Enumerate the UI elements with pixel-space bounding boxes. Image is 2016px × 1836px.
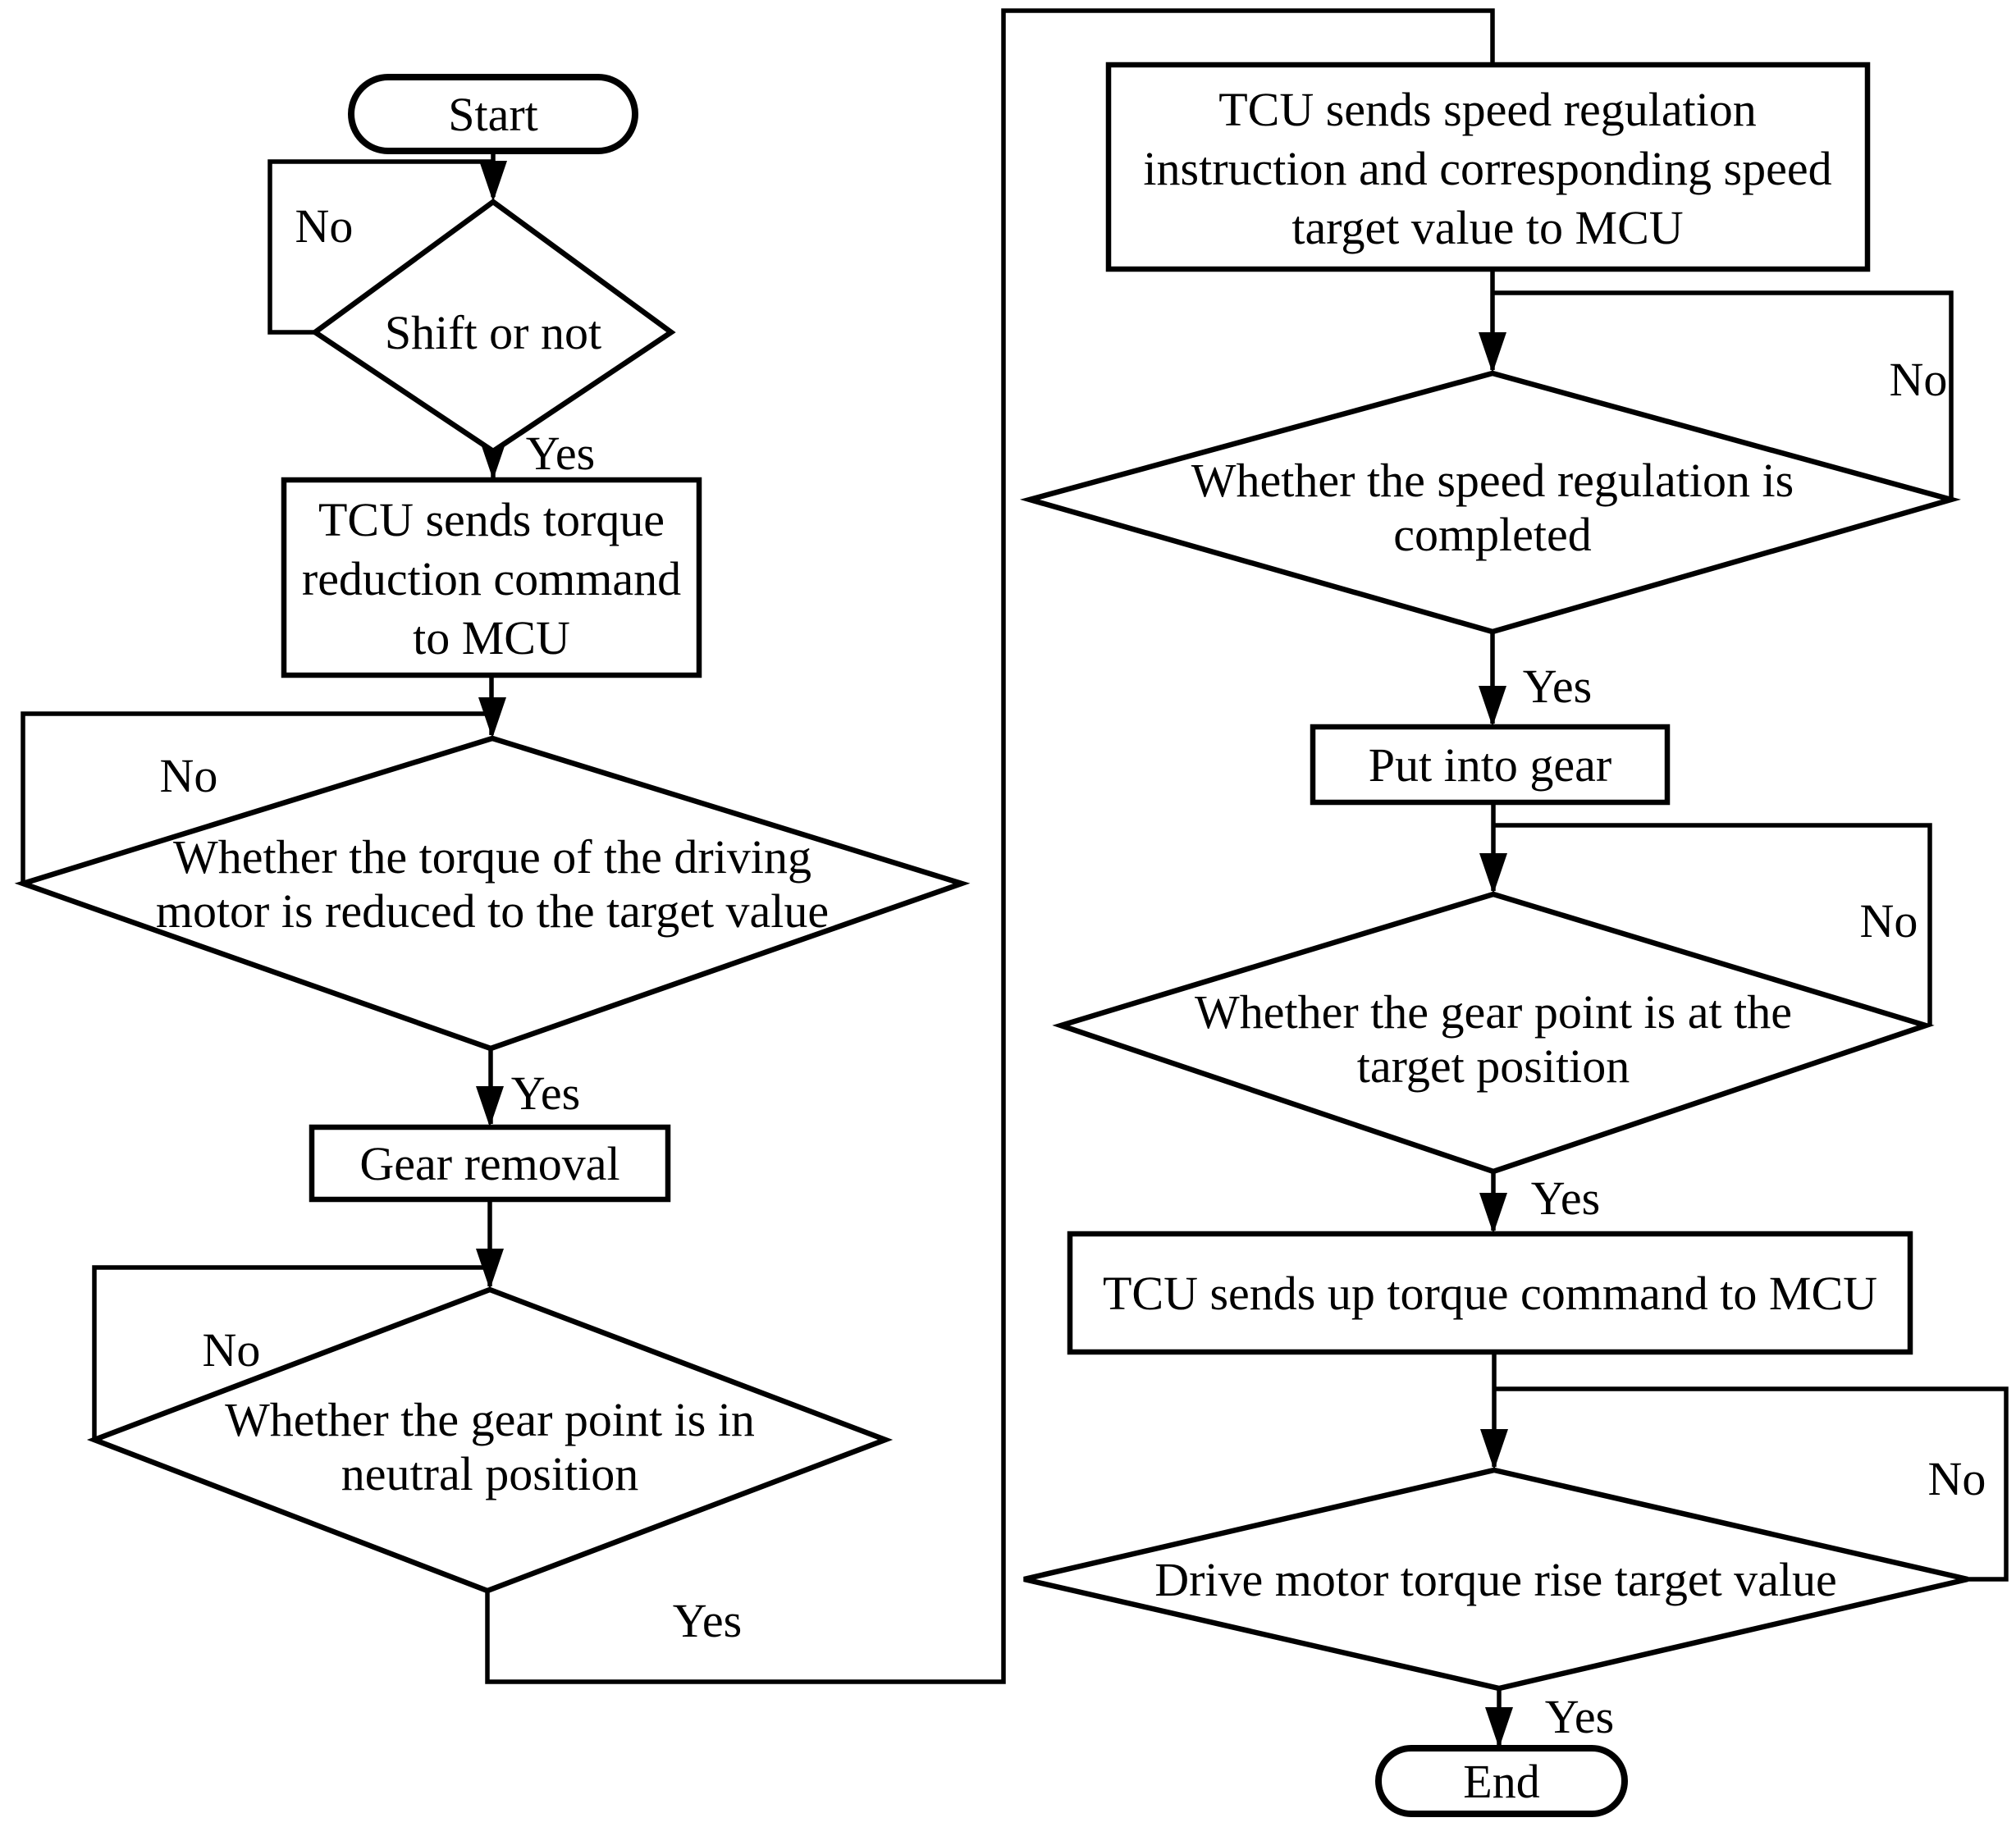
arrowhead-icon xyxy=(476,1086,504,1127)
up-torque-box-shape xyxy=(1067,1231,1913,1355)
arrowhead-icon xyxy=(1479,853,1507,894)
shift-decision-label: Shift or not xyxy=(385,306,601,359)
edge-neutral-yes-connector xyxy=(485,8,1495,1684)
torque-reduced-line1: Whether the torque of the driving xyxy=(173,830,811,884)
label-torque-rise-yes: Yes xyxy=(1545,1690,1614,1743)
speed-regulation-line2: instruction and corresponding speed xyxy=(1143,142,1831,195)
label-speed-completed-no: No xyxy=(1890,353,1948,406)
edge-torque-rise-no-loop xyxy=(1494,1386,2009,1582)
edge-torque-reduced-no-loop xyxy=(21,711,491,884)
arrowhead-icon xyxy=(478,697,506,738)
torque-reduction-line3: to MCU xyxy=(413,611,570,665)
torque-reduction-line1: TCU sends torque xyxy=(318,493,665,546)
put-into-gear-box-shape xyxy=(1310,724,1671,806)
start-terminator-shape xyxy=(348,74,638,154)
label-neutral-yes: Yes xyxy=(673,1594,742,1647)
node-end: End xyxy=(1375,1745,1628,1817)
speed-regulation-line3: target value to MCU xyxy=(1291,201,1683,254)
edges xyxy=(21,8,2009,1748)
node-start: Start xyxy=(348,74,638,154)
label-gear-target-yes: Yes xyxy=(1531,1171,1600,1225)
end-terminator-shape xyxy=(1375,1745,1628,1817)
node-put-into-gear-box: Put into gear xyxy=(1310,724,1671,806)
edge-speed-completed-no-loop xyxy=(1493,290,1954,500)
start-label: Start xyxy=(448,88,538,141)
torque-reduction-box-shape xyxy=(281,477,702,678)
gear-target-diamond xyxy=(1052,891,1935,1175)
node-up-torque-box: TCU sends up torque command to MCU xyxy=(1067,1231,1913,1355)
speed-completed-line1: Whether the speed regulation is xyxy=(1191,454,1794,507)
node-torque-reduction-box: TCU sends torque reduction command to MC… xyxy=(281,477,702,678)
shift-decision-diamond xyxy=(310,198,676,454)
arrowhead-icon xyxy=(1480,1429,1508,1470)
gear-target-line1: Whether the gear point is at the xyxy=(1195,985,1792,1039)
node-torque-rise-decision: Drive motor torque rise target value xyxy=(1023,1467,1968,1692)
torque-reduced-diamond xyxy=(14,735,971,1052)
speed-completed-line2: completed xyxy=(1393,508,1592,561)
node-shift-decision: Shift or not xyxy=(310,198,676,454)
speed-completed-diamond xyxy=(1019,370,1961,635)
neutral-line2: neutral position xyxy=(341,1447,638,1500)
speed-regulation-line1: TCU sends speed regulation xyxy=(1218,83,1757,136)
edge-shift-no-loop xyxy=(267,159,493,335)
node-torque-reduced-decision: Whether the torque of the driving motor … xyxy=(14,735,971,1052)
edge-neutral-no-loop xyxy=(92,1265,490,1440)
speed-regulation-box-shape xyxy=(1105,62,1871,272)
node-gear-removal-box: Gear removal xyxy=(309,1124,671,1203)
torque-reduction-line2: reduction command xyxy=(302,552,681,605)
label-shift-no: No xyxy=(295,199,354,253)
gear-removal-label: Gear removal xyxy=(359,1137,619,1190)
label-torque-rise-no: No xyxy=(1928,1452,1986,1505)
torque-rise-diamond xyxy=(1023,1467,1968,1692)
label-torque-reduced-yes: Yes xyxy=(511,1066,580,1120)
end-label: End xyxy=(1463,1755,1539,1808)
node-speed-regulation-box: TCU sends speed regulation instruction a… xyxy=(1105,62,1871,272)
label-speed-completed-yes: Yes xyxy=(1523,660,1592,713)
up-torque-label: TCU sends up torque command to MCU xyxy=(1103,1267,1877,1320)
neutral-line1: Whether the gear point is in xyxy=(225,1393,755,1446)
label-torque-reduced-no: No xyxy=(160,749,218,802)
torque-rise-label: Drive motor torque rise target value xyxy=(1154,1553,1837,1606)
branch-labels: No Yes No Yes No Yes No Yes No Yes No Ye… xyxy=(160,199,1986,1743)
gear-target-line2: target position xyxy=(1357,1039,1630,1093)
arrowhead-icon xyxy=(479,161,507,202)
node-speed-completed-decision: Whether the speed regulation is complete… xyxy=(1019,370,1961,635)
torque-reduced-line2: motor is reduced to the target value xyxy=(156,884,829,938)
neutral-diamond xyxy=(86,1286,894,1594)
gear-removal-box-shape xyxy=(309,1124,671,1203)
node-gear-target-decision: Whether the gear point is at the target … xyxy=(1052,891,1935,1175)
node-neutral-decision: Whether the gear point is in neutral pos… xyxy=(86,1286,894,1594)
label-shift-yes: Yes xyxy=(526,427,595,480)
arrowhead-icon xyxy=(1479,332,1506,373)
arrowhead-icon xyxy=(1485,1707,1513,1748)
arrowhead-icon xyxy=(1479,686,1506,727)
arrowhead-icon xyxy=(1479,1193,1507,1234)
put-into-gear-label: Put into gear xyxy=(1369,738,1611,792)
label-gear-target-no: No xyxy=(1860,894,1918,948)
edge-gear-target-no-loop xyxy=(1493,823,1932,1025)
label-neutral-no: No xyxy=(203,1323,261,1377)
